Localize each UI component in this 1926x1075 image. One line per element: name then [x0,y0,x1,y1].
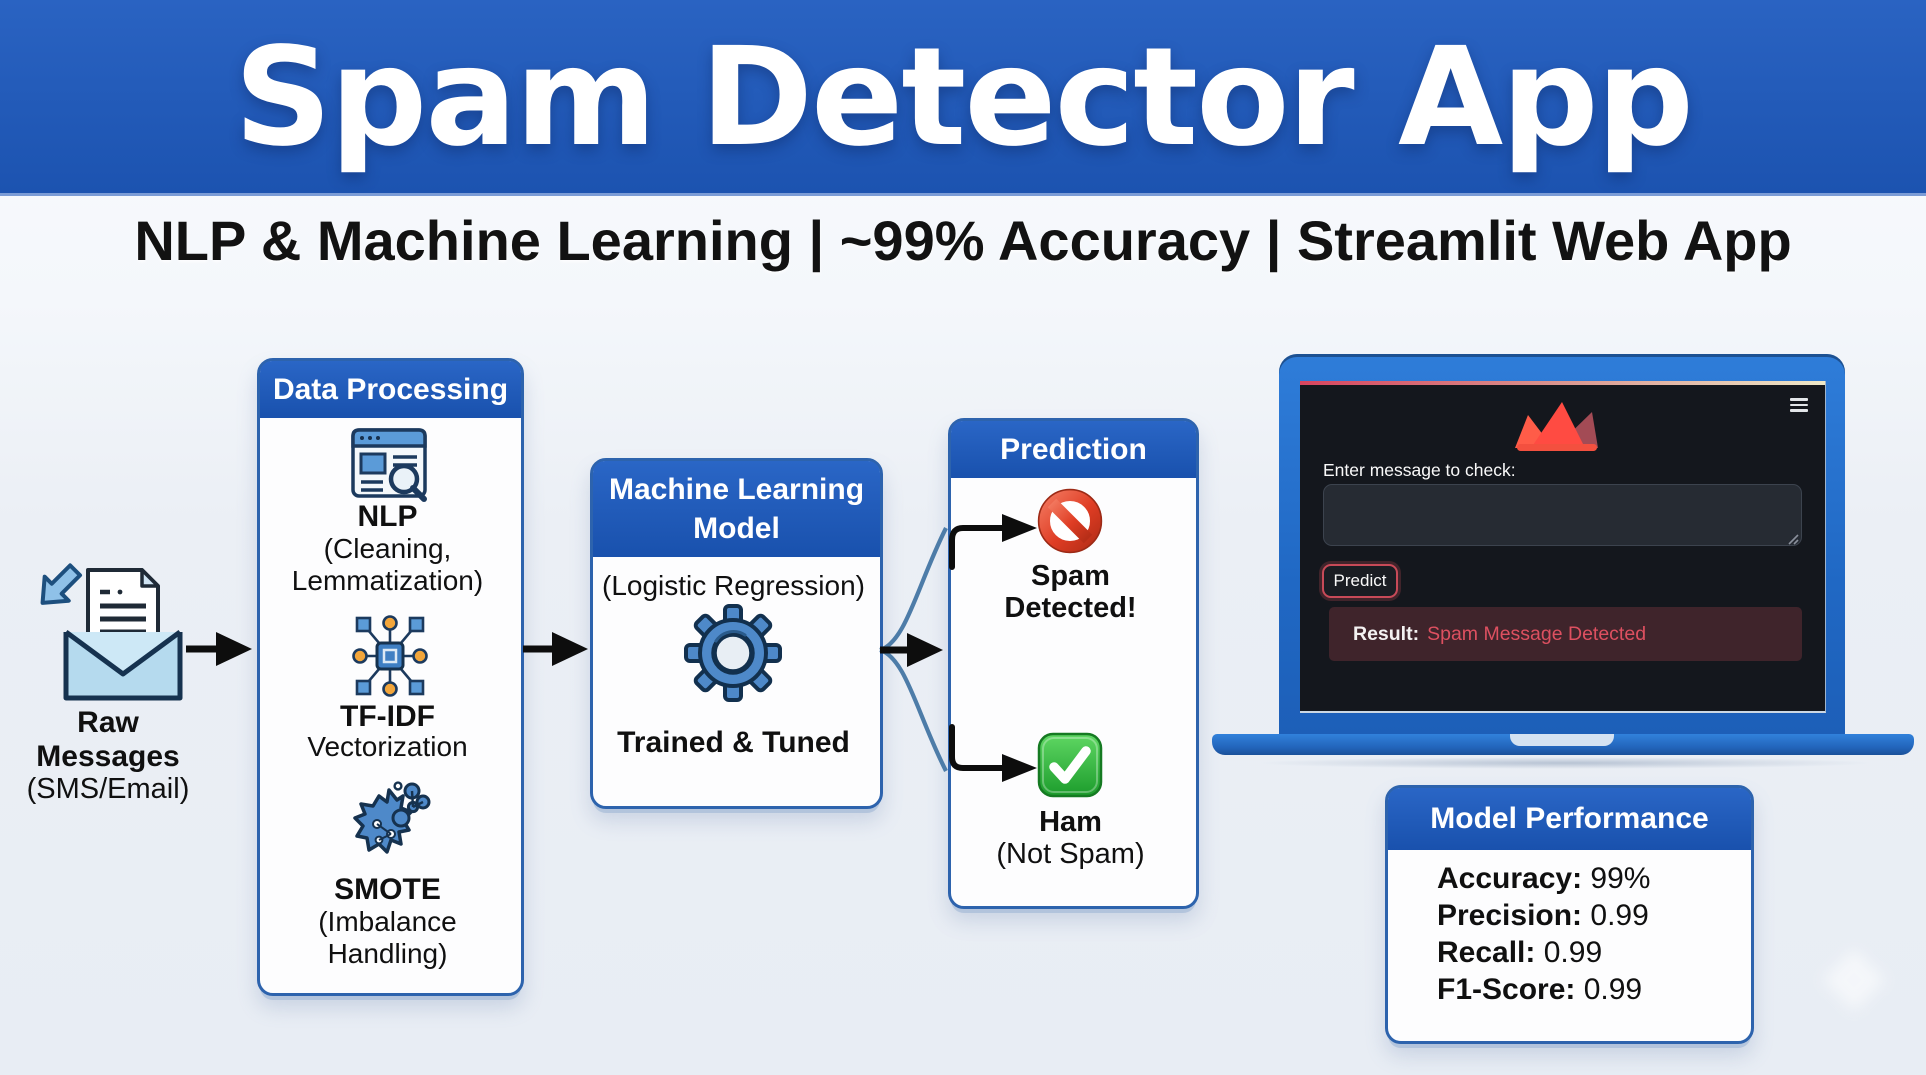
tfidf-line1: Vectorization [307,731,468,762]
metric-accuracy-label: Accuracy: [1437,862,1583,895]
result-label: Result: [1353,623,1420,645]
spam-label-2: Detected! [1004,592,1137,624]
raw-messages-label-2: Messages [36,740,180,773]
ham-label-1: Ham [1039,806,1102,838]
metric-f1-label: F1-Score: [1437,973,1576,1006]
nlp-line1: (Cleaning, [323,533,452,564]
inbox-arrow-icon [40,563,83,605]
title-banner [0,0,1926,196]
metric-row: Precision: 0.99 [1437,899,1649,933]
ml-algorithm-label: (Logistic Regression) [602,570,865,601]
metric-row: Accuracy: 99% [1437,862,1650,896]
ml-caption: Trained & Tuned [617,726,850,759]
metric-recall-label: Recall: [1437,936,1536,969]
ml-model-header-line2: Model [693,512,780,545]
page-title: Spam Detector App [234,19,1694,177]
result-banner: Result: Spam Message Detected [1329,607,1802,661]
prediction-panel: Prediction [948,418,1199,909]
metric-precision-value: 0.99 [1590,899,1649,932]
metric-recall-value: 0.99 [1543,936,1603,969]
laptop-base-notch [1510,734,1614,746]
result-value: Spam Message Detected [1427,623,1647,645]
vector-network-icon [352,615,428,697]
ham-label-2: (Not Spam) [996,838,1145,870]
nlp-title: NLP [357,500,418,533]
streamlit-logo [1515,402,1598,451]
predict-button[interactable]: Predict [1322,564,1398,598]
envelope-message-icon [40,563,183,701]
raw-messages-label-3: (SMS/Email) [26,773,190,805]
nlp-line2: Lemmatization) [291,565,484,596]
message-input-field[interactable] [1323,484,1802,546]
message-input-label: Enter message to check: [1323,460,1516,480]
performance-panel: Model Performance [1385,785,1754,1044]
performance-header: Model Performance [1388,788,1751,850]
smote-line2: Handling) [327,938,448,969]
spam-label-1: Spam [1031,560,1110,592]
ml-model-panel: Machine Learning Model [590,458,883,809]
metric-precision-label: Precision: [1437,899,1583,932]
arrow-processing-to-model [523,632,588,666]
raw-messages-label-1: Raw [77,706,139,739]
arrow-model-to-prediction [879,527,948,772]
resize-handle-icon[interactable] [1786,532,1799,545]
page-subtitle: NLP & Machine Learning | ~99% Accuracy |… [134,209,1792,272]
ml-model-header: Machine Learning Model [593,461,880,557]
metric-accuracy-value: 99% [1590,862,1651,895]
check-mark-icon [1037,732,1103,798]
metric-f1-value: 0.99 [1583,973,1643,1006]
hamburger-menu-icon[interactable] [1790,398,1808,413]
smote-title: SMOTE [334,873,441,906]
streamlit-decoration-bar [1300,381,1825,385]
laptop-shadow [1255,757,1875,769]
sparkle-decoration [1822,948,1886,1012]
document-search-icon [351,428,427,502]
metric-row: Recall: 0.99 [1437,936,1602,970]
ml-model-header-line1: Machine Learning [608,473,865,506]
smote-line1: (Imbalance [318,906,457,937]
tfidf-title: TF-IDF [340,700,435,733]
data-processing-header: Data Processing [260,361,521,418]
prediction-header: Prediction [951,421,1196,478]
prohibition-icon [1037,488,1103,554]
metric-row: F1-Score: 0.99 [1437,973,1642,1007]
gear-icon [684,604,782,702]
smote-cluster-icon [353,781,431,854]
